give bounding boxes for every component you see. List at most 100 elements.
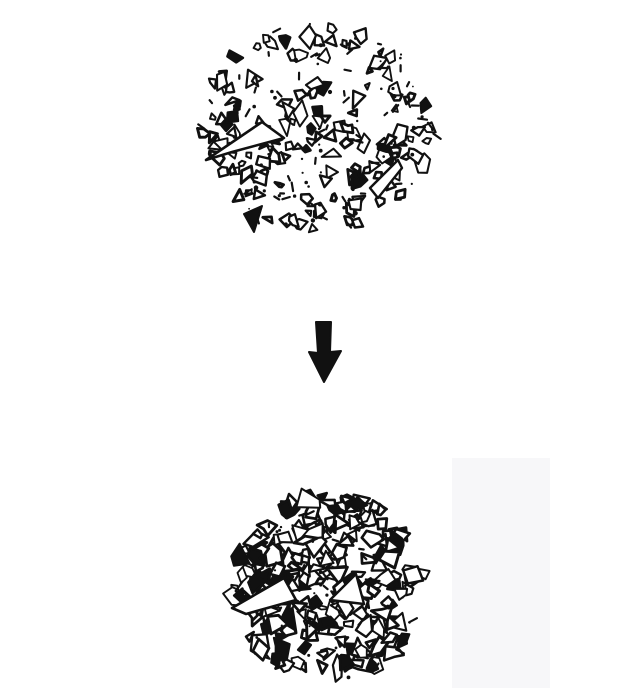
fragment-shard xyxy=(290,119,295,126)
fragment-shard xyxy=(392,153,398,158)
fragment-speck xyxy=(353,211,358,216)
fragment-stroke xyxy=(344,98,349,103)
fragment-stroke xyxy=(324,218,327,220)
fragment-stroke xyxy=(210,100,212,103)
compacted-fragment-cluster xyxy=(223,489,430,682)
fragment-speck xyxy=(348,198,351,201)
fragment-speck xyxy=(317,63,320,66)
fragment-speck xyxy=(325,594,328,597)
fragment-shard xyxy=(385,50,395,63)
fragment-speck xyxy=(273,96,277,100)
fragment-speck xyxy=(319,584,322,587)
fragment-speck xyxy=(328,90,332,94)
fragment-speck xyxy=(356,120,358,122)
fragment-stroke xyxy=(433,134,440,139)
fragment-shard xyxy=(218,167,228,177)
fragment-speck xyxy=(409,622,411,624)
fragment-shard xyxy=(239,161,246,167)
fragment-shard xyxy=(306,211,312,216)
fragment-speck xyxy=(293,58,298,63)
fragment-shard xyxy=(307,123,315,134)
fragment-speck xyxy=(307,185,310,188)
fragment-speck xyxy=(235,109,239,113)
fragment-shard xyxy=(320,175,332,187)
fragment-stroke xyxy=(378,44,381,45)
fragment-stroke xyxy=(418,119,427,120)
fragment-speck xyxy=(319,570,323,574)
fragment-shard xyxy=(210,113,216,119)
fragment-shard xyxy=(282,153,290,161)
fragment-speck xyxy=(309,23,311,25)
fragment-speck xyxy=(278,529,281,532)
fragment-shard xyxy=(353,91,365,109)
fragment-shard xyxy=(384,646,404,660)
fragment-speck xyxy=(421,115,424,118)
fragment-stroke xyxy=(292,183,293,192)
fragment-shard xyxy=(209,79,216,89)
fragment-shard xyxy=(316,579,326,584)
fragment-speck xyxy=(319,43,323,47)
fragment-speck xyxy=(284,222,288,226)
fragment-speck xyxy=(318,144,320,146)
fragment-shard xyxy=(421,98,432,113)
fragment-speck xyxy=(263,189,266,192)
loose-fragment-cluster xyxy=(198,23,441,232)
fragment-stroke xyxy=(324,586,328,589)
fragment-shard xyxy=(348,110,357,117)
fragment-speck xyxy=(412,126,416,130)
fragment-speck xyxy=(342,206,345,209)
fragment-speck xyxy=(386,605,390,609)
fragment-shard xyxy=(254,43,261,50)
fragment-stroke xyxy=(407,82,409,86)
fragment-shard xyxy=(317,651,327,658)
fragment-shard xyxy=(408,136,414,142)
fragment-speck xyxy=(313,592,315,594)
fragment-speck xyxy=(351,188,354,191)
fragment-speck xyxy=(390,142,393,145)
fragment-speck xyxy=(382,155,385,158)
fragment-shard xyxy=(318,606,327,610)
fragment-shard xyxy=(408,93,415,101)
fragment-speck xyxy=(274,569,276,571)
fragment-shard xyxy=(246,153,251,159)
fragment-shard xyxy=(241,166,252,183)
fragment-shard xyxy=(302,549,310,558)
fragment-speck xyxy=(270,90,274,94)
fragment-shard xyxy=(318,48,330,63)
fragment-shard xyxy=(307,138,316,146)
fragment-stroke xyxy=(288,176,290,180)
fragment-shard xyxy=(233,190,244,202)
fragment-shard xyxy=(324,130,336,141)
fragment-shard xyxy=(322,149,341,157)
fragment-shard xyxy=(263,35,270,43)
fragment-stroke xyxy=(343,197,346,202)
fragment-speck xyxy=(392,94,397,99)
process-arrow xyxy=(309,322,341,382)
fragment-speck xyxy=(347,676,351,680)
fragment-speck xyxy=(318,202,323,207)
fragment-stroke xyxy=(345,70,351,71)
fragment-speck xyxy=(306,92,310,96)
fragment-speck xyxy=(304,181,308,185)
fragment-speck xyxy=(278,194,281,197)
fragment-speck xyxy=(411,183,413,185)
fragment-shard xyxy=(229,164,235,174)
fragment-shard xyxy=(286,142,294,151)
fragment-stroke xyxy=(336,605,338,608)
fragment-shard xyxy=(328,627,342,635)
fragment-stroke xyxy=(282,197,289,199)
fragment-shard xyxy=(331,194,337,201)
fragment-stroke xyxy=(333,540,339,542)
fragment-shard xyxy=(378,49,383,57)
fragment-shard xyxy=(394,589,407,600)
fragment-stroke xyxy=(326,125,327,129)
paper-tint-patch xyxy=(452,458,550,688)
fragment-speck xyxy=(380,60,382,62)
fragment-shard xyxy=(298,642,310,654)
fragment-shard xyxy=(354,28,367,44)
arrow-down-icon xyxy=(309,322,341,382)
fragment-speck xyxy=(280,526,282,528)
fragment-shard xyxy=(318,660,328,673)
fragment-stroke xyxy=(315,158,316,164)
fragment-speck xyxy=(235,590,238,593)
